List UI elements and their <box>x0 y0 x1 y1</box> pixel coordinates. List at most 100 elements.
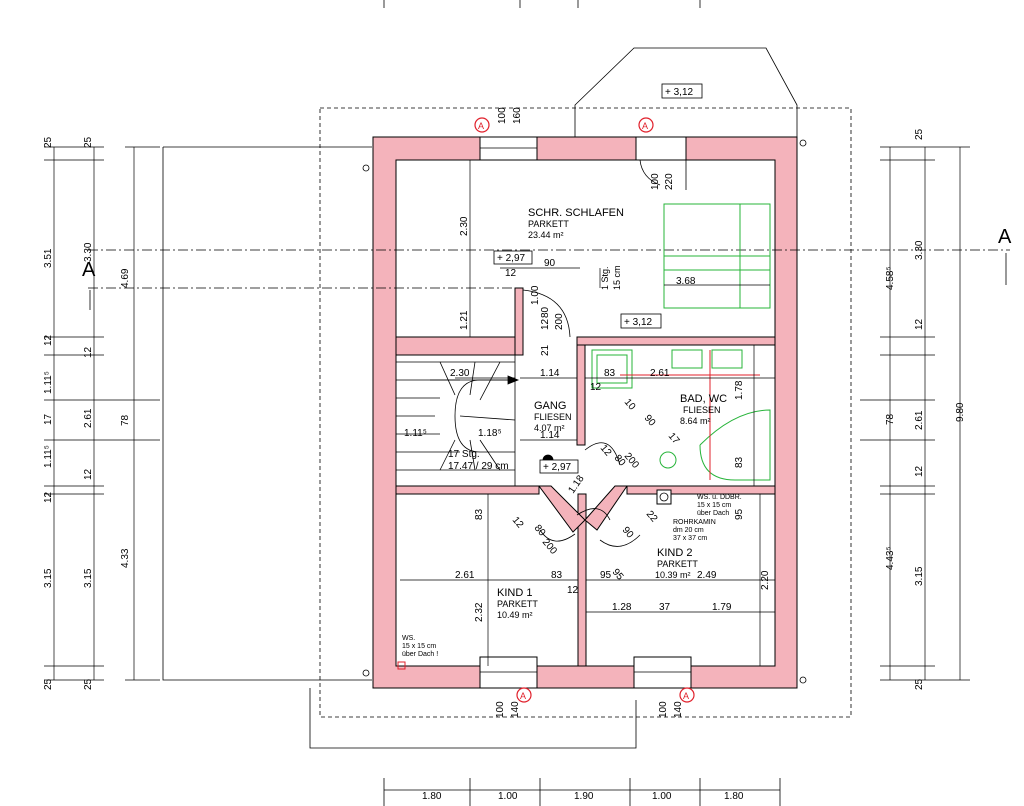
room-floor: PARKETT <box>528 219 569 229</box>
dim-value: 3.68 <box>676 276 696 287</box>
dim-value: 200 <box>540 537 559 557</box>
dim-value: 90 <box>544 258 556 269</box>
dim-value: 37 <box>659 602 671 613</box>
dim-value: 2.30 <box>459 216 470 236</box>
dim-value: 3.30 <box>83 242 94 262</box>
dim-value: 1.14 <box>540 368 560 379</box>
stairs-rise: 17.47 / 29 cm <box>448 461 509 472</box>
level-schlafen: + 3,12 <box>624 317 653 328</box>
dim-value: 25 <box>43 136 54 148</box>
dim-value: 21 <box>540 344 551 356</box>
dim-value: 12 <box>598 443 614 459</box>
dim-value: 95 <box>734 508 745 520</box>
note-ws-kind1: WS. 15 x 15 cm über Dach ! <box>397 635 438 670</box>
dim-value: 4.69 <box>120 268 131 288</box>
note-line: 1 Stg. <box>600 266 610 290</box>
dim-text-right: 25 3.30 12 2.61 12 3.15 25 4.58⁵ 78 4.43… <box>885 128 966 690</box>
dim-value: 12 <box>83 468 94 480</box>
dim-value: 1.80 <box>724 791 744 802</box>
dim-value: 4.43⁵ <box>885 546 896 570</box>
bed <box>663 203 771 309</box>
roof-outline <box>162 47 852 749</box>
dim-value: 1.14 <box>540 430 560 441</box>
room-label-schlafen: SCHR. SCHLAFEN PARKETT 23.44 m² <box>528 207 624 240</box>
note-stg: 1 Stg. 15 cm <box>600 265 622 290</box>
dim-value: 1.21 <box>459 310 470 330</box>
dim-value: 17 <box>666 431 682 447</box>
room-floor: PARKETT <box>497 599 538 609</box>
dim-value: 140 <box>510 701 521 718</box>
dim-value: 3.51 <box>43 248 54 268</box>
dim-value: 1.90 <box>574 791 594 802</box>
room-label-bad: BAD, WC FLIESEN 8.64 m² <box>680 393 727 426</box>
dim-value: 3.15 <box>914 566 925 586</box>
section-marker-left: A <box>82 259 96 281</box>
dim-value: 12 <box>567 585 579 596</box>
note-line: 15 x 15 cm <box>697 502 731 509</box>
dim-lines-interior <box>400 160 775 666</box>
dim-value: 1.28 <box>612 602 632 613</box>
dim-text-bottom: 1.80 1.00 1.90 1.00 1.80 <box>384 789 780 802</box>
dim-value: 83 <box>604 368 616 379</box>
stairs-label: 17 Stg. 17.47 / 29 cm <box>448 449 509 472</box>
page-edge-ticks <box>383 0 781 806</box>
dim-value: 95 <box>600 570 612 581</box>
dim-value: 12 <box>590 382 602 393</box>
dim-text-windows: 100 160 100 140 100 140 <box>495 107 684 718</box>
dim-value: 12 <box>914 465 925 477</box>
level-schlafen-stair: + 2,97 <box>497 253 526 264</box>
dim-value: 100 <box>658 701 669 718</box>
note-line: über Dach ! <box>402 651 438 658</box>
bathroom-fixtures <box>591 349 771 505</box>
dim-value: 10 <box>622 397 638 413</box>
room-name: SCHR. SCHLAFEN <box>528 207 624 219</box>
dim-value: 25 <box>914 678 925 690</box>
dim-value: 12 <box>505 268 517 279</box>
dim-value: 83 <box>734 456 745 468</box>
room-name: KIND 1 <box>497 587 532 599</box>
dim-value: 1.11⁵ <box>43 445 54 468</box>
dim-value: 1.11⁵ <box>404 428 427 439</box>
room-floor: FLIESEN <box>534 412 572 422</box>
note-line: 37 x 37 cm <box>673 535 707 542</box>
dim-value: 1.79 <box>712 602 732 613</box>
room-area: 8.64 m² <box>680 416 711 426</box>
dim-value: 2.61 <box>914 410 925 430</box>
axis-marker-1: A <box>478 121 484 131</box>
level-markers: + 3,12 + 2,97 + 3,12 + 2,97 <box>493 83 703 474</box>
dim-value: 2.61 <box>650 368 670 379</box>
dim-value: 25 <box>83 136 94 148</box>
dim-value: 78 <box>885 413 896 425</box>
doors <box>522 150 687 547</box>
dim-value: 90 <box>642 413 658 429</box>
room-floor: PARKETT <box>657 559 698 569</box>
dim-value: 9.80 <box>955 402 966 422</box>
note-line: 15 x 15 cm <box>402 643 436 650</box>
note-line: 15 cm <box>612 265 622 290</box>
note-ws-bad: WS. u. DDBR. 15 x 15 cm über Dach <box>697 494 742 517</box>
dim-value: 12 <box>43 334 54 346</box>
interior-walls <box>395 287 776 667</box>
dim-value: 17 <box>43 413 54 425</box>
dim-value: 80 <box>540 306 551 318</box>
dim-value: 3.15 <box>43 568 54 588</box>
dim-lines-left <box>44 146 160 681</box>
dim-value: 200 <box>622 451 641 471</box>
dim-value: 12 <box>83 346 94 358</box>
dim-value: 1.80 <box>422 791 442 802</box>
dim-value: 3.15 <box>83 568 94 588</box>
note-line: WS. u. DDBR. <box>697 494 742 501</box>
room-floor: FLIESEN <box>683 405 721 415</box>
room-name: BAD, WC <box>680 393 727 405</box>
room-name: GANG <box>534 400 566 412</box>
dim-value: 12 <box>43 491 54 503</box>
dim-value: 25 <box>914 128 925 140</box>
dim-value: 1.18 <box>566 473 586 496</box>
dim-value: 22 <box>644 509 660 525</box>
level-dormer: + 3,12 <box>665 87 694 98</box>
dim-value: 1.00 <box>652 791 672 802</box>
dim-value: 1.18⁵ <box>478 428 502 439</box>
dim-value: 2.61 <box>83 408 94 428</box>
level-gang: + 2,97 <box>543 462 572 473</box>
